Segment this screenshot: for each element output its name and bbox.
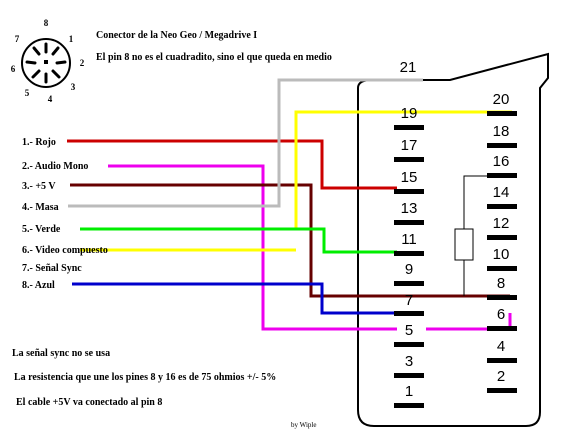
scart-pin-label-2: 2 (497, 368, 505, 385)
scart-pin-16 (487, 173, 517, 178)
scart-pin-label-20: 20 (493, 91, 510, 108)
din-pin-label-4: 4 (48, 94, 53, 104)
scart-pin-label-19: 19 (401, 105, 418, 122)
din-pin-label-3: 3 (71, 82, 76, 92)
din-pin-2 (55, 60, 67, 65)
scart-pin-label-17: 17 (401, 137, 418, 154)
scart-pin-label-15: 15 (401, 169, 418, 186)
scart-pin-12 (487, 235, 517, 240)
din-pin-1 (51, 46, 60, 56)
note-resistor: La resistencia que une los pines 8 y 16 … (14, 372, 276, 383)
din-pin-5 (31, 69, 41, 79)
scart-pin-1 (394, 403, 424, 408)
scart-pin-11 (394, 251, 424, 256)
scart-pin-label-1: 1 (405, 383, 413, 400)
scart-pin-9 (394, 281, 424, 286)
scart-pin-label-6: 6 (497, 306, 505, 323)
scart-pin-label-12: 12 (493, 215, 510, 232)
scart-pin-2 (487, 388, 517, 393)
signal-label-audio-mono: 2.- Audio Mono (22, 161, 88, 172)
scart-pin-label-16: 16 (493, 153, 510, 170)
resistor-body (454, 228, 474, 261)
diagram-title: Conector de la Neo Geo / Megadrive I (96, 30, 257, 41)
scart-pin-17 (394, 157, 424, 162)
scart-pin-10 (487, 266, 517, 271)
scart-pin-label-8: 8 (497, 275, 505, 292)
scart-pin-label-11: 11 (401, 231, 417, 248)
wire-azul (72, 282, 397, 315)
din-pin-label-8: 8 (44, 18, 49, 28)
resistor-lead-top (463, 175, 496, 229)
signal-label-5v: 3.- +5 V (22, 181, 56, 192)
scart-pin-label-13: 13 (401, 200, 418, 217)
din-pin-label-7: 7 (15, 34, 20, 44)
note-sync: La señal sync no se usa (12, 348, 110, 359)
signal-label-video-compuesto: 6.- Video compuesto (22, 245, 108, 256)
din-pin-7 (32, 46, 41, 56)
signal-label-verde: 5.- Verde (22, 224, 61, 235)
din-pin-center (44, 60, 48, 64)
din-connector: 8 7 1 6 2 5 4 3 (11, 18, 85, 104)
din-pin-label-1: 1 (69, 34, 74, 44)
scart-pin-6 (487, 326, 517, 331)
scart-pin-label-4: 4 (497, 338, 505, 355)
signal-label-azul: 8.- Azul (22, 280, 55, 291)
wire-audio-mono (108, 164, 397, 331)
scart-pin-13 (394, 220, 424, 225)
wire-masa (68, 78, 423, 208)
din-pin-label-2: 2 (80, 58, 85, 68)
scart-pin-20 (487, 111, 517, 116)
scart-pin-label-7: 7 (405, 292, 413, 309)
credit: by Wiple (291, 421, 316, 429)
wire-verde (80, 227, 397, 254)
scart-pin-8 (487, 295, 517, 300)
scart-pin-label-5: 5 (405, 322, 413, 339)
scart-pin-label-21: 21 (400, 59, 417, 76)
scart-pin-5 (394, 342, 424, 347)
scart-pin-15 (394, 189, 424, 194)
scart-pin-label-18: 18 (493, 123, 510, 140)
note-5v-pin: El cable +5V va conectado al pin 8 (16, 397, 162, 408)
wire-5v (70, 183, 510, 298)
signal-label-masa: 4.- Masa (22, 202, 59, 213)
scart-pin-label-3: 3 (405, 353, 413, 370)
scart-pin-label-9: 9 (405, 261, 413, 278)
scart-connector-outline (357, 52, 549, 427)
resistor-75-ohm (454, 175, 496, 296)
din-connector-pins (25, 42, 67, 84)
scart-pin-label-14: 14 (493, 184, 510, 201)
din-pin-label-5: 5 (25, 88, 30, 98)
wires (67, 78, 512, 331)
diagram-subtitle: El pin 8 no es el cuadradito, sino el qu… (96, 52, 332, 63)
signal-labels: 1.- Rojo 2.- Audio Mono 3.- +5 V 4.- Mas… (22, 137, 108, 291)
din-pin-6 (25, 60, 37, 65)
scart-pin-label-10: 10 (493, 246, 510, 263)
scart-pin-3 (394, 373, 424, 378)
scart-pin-14 (487, 204, 517, 209)
scart-pin-18 (487, 143, 517, 148)
scart-pin-7 (394, 311, 424, 316)
scart-pin-19 (394, 125, 424, 130)
signal-label-senal-sync: 7.- Señal Sync (22, 263, 82, 274)
din-pin-label-6: 6 (11, 64, 16, 74)
scart-pins: 21 19 20 17 18 15 16 13 14 11 12 9 10 7 … (394, 59, 517, 408)
scart-pin-4 (487, 358, 517, 363)
din-pin-3 (51, 69, 61, 79)
signal-label-rojo: 1.- Rojo (22, 137, 56, 148)
wire-rojo (67, 139, 397, 190)
